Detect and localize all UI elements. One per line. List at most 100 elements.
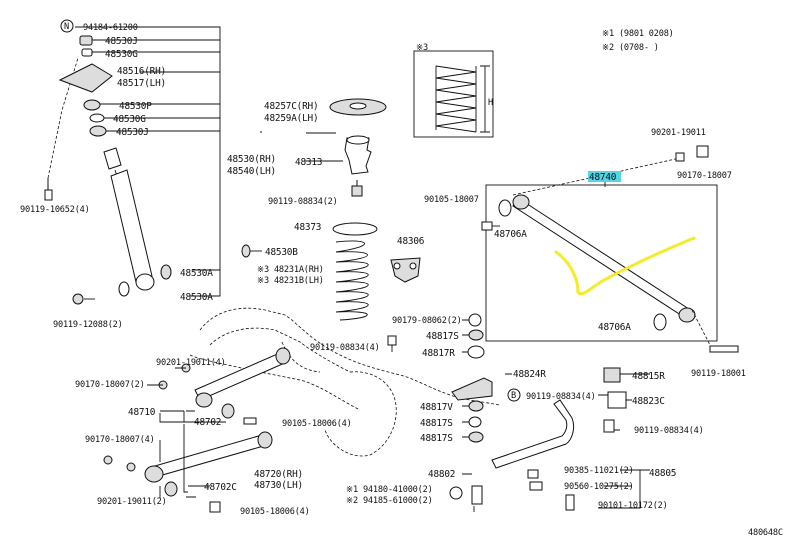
- label-90119-12088: 90119-12088(2): [53, 320, 123, 330]
- label-94184: 94184-61200: [83, 23, 138, 33]
- label-48517: 48517(LH): [117, 78, 166, 89]
- cushion-48817s2-icon: [468, 431, 484, 443]
- label-48306: 48306: [397, 236, 425, 247]
- label-90119-10652: 90119-10652(4): [20, 205, 90, 215]
- label-note1: ※1 (9801 0208): [602, 29, 674, 39]
- label-48823c: 48823C: [632, 396, 665, 407]
- bracket-48824r-icon: [451, 377, 493, 401]
- coil-spring-icon: [335, 240, 369, 321]
- bump-stopper-icon: [344, 137, 372, 175]
- label-inset-mark: ※3: [416, 43, 428, 53]
- label-90119-08834-b: 90119-08834(4): [310, 343, 380, 353]
- stabilizer-group: [449, 313, 650, 512]
- bushing-48702-icon: [221, 403, 235, 419]
- labels: ※1 (9801 0208) ※2 (0708- ) ※3 H N 94184-…: [20, 22, 783, 538]
- label-48530rh: 48530(RH): [227, 154, 276, 165]
- bushing-48706a-icon: [498, 199, 512, 217]
- label-48710: 48710: [128, 407, 156, 418]
- label-48730: 48730(LH): [254, 480, 303, 491]
- label-48259a: 48259A(LH): [264, 113, 318, 124]
- label-48231b: ※3 48231B(LH): [257, 276, 324, 286]
- nut-90170b-icon: [103, 455, 113, 465]
- label-48530a-1: 48530A: [180, 268, 213, 279]
- cushion-48817v-icon: [468, 400, 484, 412]
- label-48231a: ※3 48231A(RH): [257, 265, 324, 275]
- cushion-48817r-icon: [467, 345, 485, 359]
- label-90105-18006-a: 90105-18006(4): [282, 419, 352, 429]
- label-48802: 48802: [428, 469, 455, 480]
- label-48817s-a: 48817S: [426, 331, 459, 342]
- label-90201-19011-2: 90201-19011(2): [97, 497, 167, 507]
- label-48817v: 48817V: [420, 402, 453, 413]
- shock-absorber-group: [44, 19, 262, 305]
- cushion-48817s3-icon: [468, 329, 484, 341]
- label-90170-18007-4: 90170-18007(4): [85, 435, 155, 445]
- label-94180: ※1 94180-41000(2): [346, 485, 433, 495]
- label-90170-18007-2: 90170-18007(2): [75, 380, 145, 390]
- axle-body-icon: [189, 307, 501, 457]
- cushion-part-icon: [79, 35, 93, 46]
- label-48702: 48702: [194, 417, 221, 428]
- label-90170-18007-top: 90170-18007: [677, 171, 732, 181]
- label-48530j-top: 48530J: [105, 36, 138, 47]
- bushing-48706a2-icon: [653, 313, 667, 331]
- label-48817r: 48817R: [422, 348, 455, 359]
- bushing-b-icon: [241, 244, 251, 258]
- label-48530p: 48530P: [119, 101, 152, 112]
- label-90119-08834-c: 90119-08834(4): [526, 392, 596, 402]
- label-90201-19011-top: 90201-19011: [651, 128, 706, 138]
- bushing-48815r-icon: [603, 367, 621, 383]
- label-48313: 48313: [295, 157, 322, 168]
- label-48530j-mid: 48530J: [116, 127, 149, 138]
- label-inset-dim: H: [488, 98, 493, 108]
- label-circle-n: N: [64, 22, 69, 32]
- shock-absorber-icon: [103, 147, 155, 291]
- label-48530a-2: 48530A: [180, 292, 213, 303]
- label-48720: 48720(RH): [254, 469, 303, 480]
- label-48530b: 48530B: [265, 247, 298, 258]
- washer-part-icon: [81, 48, 93, 57]
- label-48530g-top: 48530G: [105, 49, 138, 60]
- lower-arm-48720-icon: [147, 434, 268, 479]
- label-48817s-c: 48817S: [420, 433, 453, 444]
- part-highlight: [588, 171, 621, 182]
- label-90119-18001: 90119-18001: [691, 369, 746, 379]
- bolt-small-icon: [351, 180, 363, 197]
- label-90119-08834-a: 90119-08834(2): [268, 197, 338, 207]
- nut-icon: [72, 293, 84, 305]
- stabilizer-bar-icon: [491, 399, 575, 469]
- label-note2: ※2 (0708- ): [602, 43, 659, 53]
- label-48530g-mid: 48530G: [113, 114, 146, 125]
- label-90105-18006-b: 90105-18006(4): [240, 507, 310, 517]
- cushion-p-icon: [83, 99, 101, 111]
- label-48257c: 48257C(RH): [264, 101, 318, 112]
- bracket-48823c-icon: [607, 391, 627, 409]
- label-48540lh: 48540(LH): [227, 166, 276, 177]
- label-48706a-2: 48706A: [598, 322, 631, 333]
- label-90201-19011-4: 90201-19011(4): [156, 358, 226, 368]
- bracket-plate-icon: [58, 63, 113, 93]
- label-48516: 48516(RH): [117, 66, 166, 77]
- label-90385: 90385-11021(2): [564, 466, 634, 476]
- label-48817s-b: 48817S: [420, 418, 453, 429]
- label-94185: ※2 94185-61000(2): [346, 496, 433, 506]
- bushing-a-icon: [160, 264, 172, 280]
- label-circle-b: B: [511, 391, 516, 401]
- circle-b-marker: [507, 388, 521, 402]
- label-48706a-1: 48706A: [494, 229, 527, 240]
- label-90560: 90560-10275(2): [564, 482, 634, 492]
- bracket-306-icon: [390, 257, 421, 283]
- check-annotation: [554, 236, 696, 296]
- nut-90201b-icon: [126, 462, 136, 472]
- bushing-a2-icon: [118, 281, 130, 297]
- lower-arm-group: [103, 347, 291, 513]
- label-90101: 90101-10172(2): [598, 501, 668, 511]
- lateral-rod-icon: [512, 197, 693, 320]
- label-90119-08834-d: 90119-08834(4): [634, 426, 704, 436]
- label-90179-08062: 90179-08062(2): [392, 316, 462, 326]
- label-48815r: 48815R: [632, 371, 665, 382]
- washer-g-icon: [89, 113, 105, 123]
- link-48802-icon: [471, 485, 483, 505]
- label-48373: 48373: [294, 222, 321, 233]
